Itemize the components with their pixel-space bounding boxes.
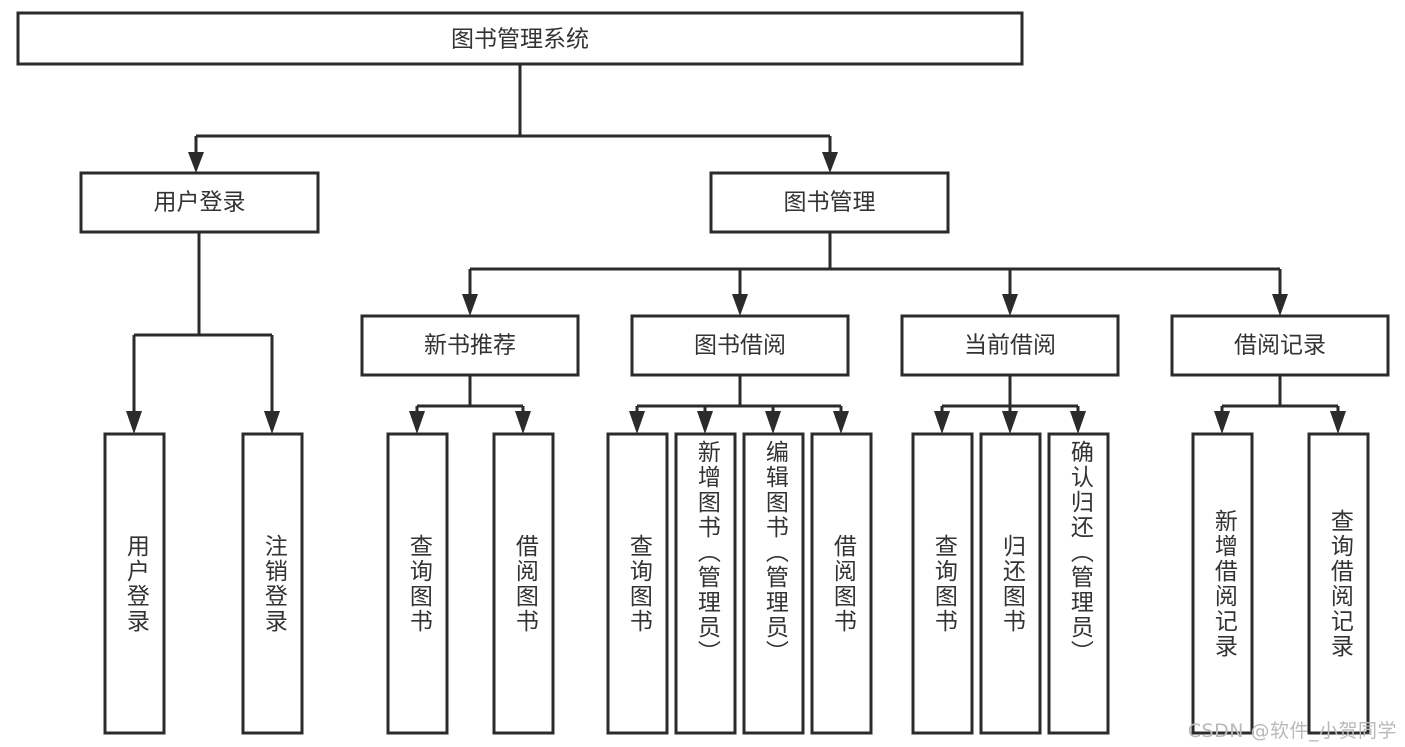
- node-new-book-recommend-label: 新书推荐: [424, 333, 516, 359]
- connector-bookborrow-to-leaves: [629, 375, 849, 434]
- connector-bookmgmt-to-level3: [462, 232, 1288, 316]
- leaf-box-borrow-book-1: [492, 432, 555, 735]
- leaf-box-confirm-return: [1047, 432, 1110, 735]
- leaf-box-user-login: [103, 432, 166, 735]
- connector-userlogin-to-leaves: [126, 232, 280, 434]
- node-book-management[interactable]: 图书管理: [709, 171, 950, 234]
- leaf-box-add-record: [1191, 432, 1254, 735]
- connector-currentborrow-to-leaves: [934, 375, 1086, 434]
- csdn-watermark: CSDN @软件_小贺同学: [1187, 720, 1397, 742]
- node-current-borrow-label: 当前借阅: [964, 333, 1056, 359]
- leaf-box-edit-book: [742, 432, 805, 735]
- leaf-box-return-book: [979, 432, 1042, 735]
- leaf-box-add-book: [674, 432, 737, 735]
- node-current-borrow[interactable]: 当前借阅: [900, 314, 1120, 377]
- connector-borrowrecord-to-leaves: [1214, 375, 1346, 434]
- leaf-box-query-book-1: [386, 432, 449, 735]
- node-book-management-label: 图书管理: [784, 190, 876, 216]
- node-root-label: 图书管理系统: [451, 27, 589, 53]
- leaf-box-query-book-2: [606, 432, 669, 735]
- node-root[interactable]: 图书管理系统: [16, 11, 1024, 66]
- node-borrow-record[interactable]: 借阅记录: [1170, 314, 1390, 377]
- connector-newbook-to-leaves: [409, 375, 531, 434]
- node-user-login[interactable]: 用户登录: [79, 171, 320, 234]
- node-new-book-recommend[interactable]: 新书推荐: [360, 314, 580, 377]
- leaf-box-logout: [241, 432, 304, 735]
- leaf-box-query-book-3: [911, 432, 974, 735]
- leaf-box-borrow-book-2: [810, 432, 873, 735]
- leaf-boxes[interactable]: [103, 432, 1370, 735]
- connector-root-to-level2: [188, 64, 838, 173]
- leaf-box-query-record: [1307, 432, 1370, 735]
- node-book-borrow[interactable]: 图书借阅: [630, 314, 850, 377]
- node-user-login-label: 用户登录: [154, 190, 246, 216]
- node-borrow-record-label: 借阅记录: [1234, 333, 1326, 359]
- node-book-borrow-label: 图书借阅: [694, 333, 786, 359]
